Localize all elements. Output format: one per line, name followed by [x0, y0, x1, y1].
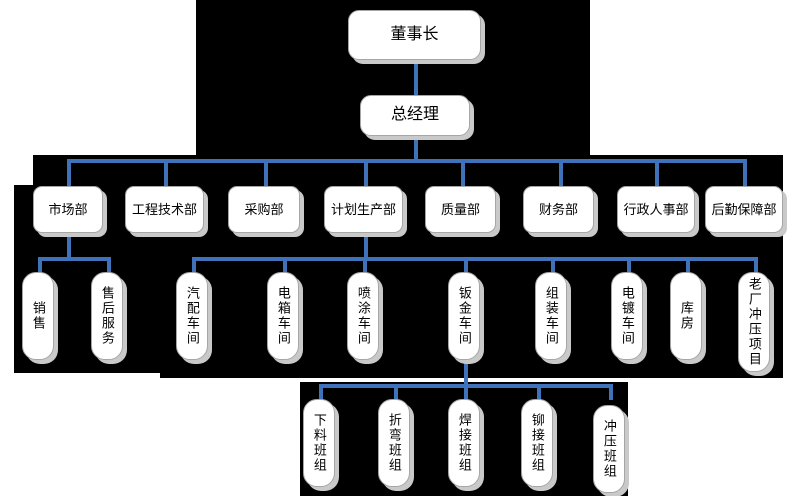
node-department-planning-production[interactable]: 计划生产部 — [324, 186, 403, 233]
node-unit-sheet-metal-workshop-label: 钣金车间 — [456, 286, 472, 346]
connector-drop-team-0 — [319, 384, 323, 400]
node-unit-warehouse-label: 库房 — [678, 301, 694, 331]
connector-drop-unit-8 — [686, 257, 690, 273]
node-department-admin-hr-label: 行政人事部 — [623, 201, 689, 217]
node-unit-electroplating-workshop-label: 电镀车间 — [619, 286, 635, 346]
node-unit-sales[interactable]: 销售 — [22, 272, 54, 360]
connector-drop-dept-4 — [461, 159, 465, 187]
node-unit-assembly-workshop[interactable]: 组装车间 — [535, 272, 567, 360]
node-department-logistics[interactable]: 后勤保障部 — [705, 186, 783, 233]
connector-drop-dept-0 — [67, 159, 71, 187]
node-unit-painting-workshop[interactable]: 喷涂车间 — [347, 272, 379, 360]
connector-drop-unit-2 — [192, 257, 196, 273]
node-team-riveting[interactable]: 铆接班组 — [521, 399, 553, 487]
connector-dept0-bus — [38, 257, 111, 261]
node-chairman[interactable]: 董事长 — [348, 10, 481, 60]
connector-gm-drop — [414, 136, 418, 163]
connector-chairman-to-gm — [414, 60, 418, 98]
connector-department-bus — [67, 159, 745, 163]
node-unit-after-sales-service[interactable]: 售后服务 — [91, 272, 123, 360]
node-unit-electrical-box-workshop-label: 电箱车间 — [275, 286, 291, 346]
node-department-purchasing[interactable]: 采购部 — [228, 186, 300, 233]
connector-dept3-stem — [364, 233, 368, 259]
connector-drop-unit-5 — [464, 257, 468, 273]
connector-drop-team-1 — [394, 384, 398, 400]
connector-drop-dept-6 — [655, 159, 659, 187]
node-department-market[interactable]: 市场部 — [33, 186, 103, 233]
connector-drop-unit-1 — [107, 257, 111, 273]
node-department-market-label: 市场部 — [48, 201, 88, 217]
node-unit-warehouse[interactable]: 库房 — [670, 272, 702, 360]
node-unit-auto-parts-workshop-label: 汽配车间 — [184, 286, 200, 346]
node-department-finance-label: 财务部 — [538, 201, 578, 217]
connector-drop-team-3 — [537, 384, 541, 400]
connector-drop-dept-7 — [743, 159, 747, 187]
node-team-riveting-label: 铆接班组 — [529, 413, 545, 473]
node-team-bending-label: 折弯班组 — [386, 413, 402, 473]
node-general-manager-label: 总经理 — [390, 106, 439, 124]
node-department-planning-production-label: 计划生产部 — [330, 201, 396, 217]
node-unit-assembly-workshop-label: 组装车间 — [543, 286, 559, 346]
node-unit-auto-parts-workshop[interactable]: 汽配车间 — [176, 272, 208, 360]
connector-unit-bus — [192, 257, 758, 261]
node-unit-after-sales-service-label: 售后服务 — [99, 286, 115, 346]
node-team-cutting[interactable]: 下料班组 — [303, 399, 335, 487]
node-team-welding-label: 焊接班组 — [456, 413, 472, 473]
connector-unit5-stem — [464, 362, 468, 386]
connector-drop-unit-9 — [754, 257, 758, 273]
node-chairman-label: 董事长 — [390, 25, 439, 43]
connector-drop-unit-3 — [283, 257, 287, 273]
node-unit-electroplating-workshop[interactable]: 电镀车间 — [611, 272, 643, 360]
connector-drop-dept-3 — [364, 159, 368, 187]
node-department-quality[interactable]: 质量部 — [425, 186, 496, 233]
connector-drop-team-2 — [464, 384, 468, 400]
connector-drop-unit-4 — [363, 257, 367, 273]
node-department-quality-label: 质量部 — [440, 201, 480, 217]
node-unit-old-plant-stamping-project-label: 老厂冲压项目 — [746, 277, 762, 367]
node-department-purchasing-label: 采购部 — [244, 201, 284, 217]
connector-drop-unit-0 — [38, 257, 42, 273]
node-unit-old-plant-stamping-project[interactable]: 老厂冲压项目 — [738, 272, 770, 372]
node-team-cutting-label: 下料班组 — [311, 413, 327, 473]
node-team-bending[interactable]: 折弯班组 — [378, 399, 410, 487]
node-team-stamping-label: 冲压班组 — [601, 419, 617, 479]
node-department-engineering[interactable]: 工程技术部 — [125, 186, 204, 233]
node-department-engineering-label: 工程技术部 — [131, 201, 197, 217]
connector-drop-unit-6 — [551, 257, 555, 273]
connector-drop-dept-1 — [164, 159, 168, 187]
node-unit-sheet-metal-workshop[interactable]: 钣金车间 — [448, 272, 480, 360]
node-team-welding[interactable]: 焊接班组 — [448, 399, 480, 487]
connector-drop-dept-2 — [264, 159, 268, 187]
node-general-manager[interactable]: 总经理 — [360, 95, 470, 136]
connector-dept0-stem — [67, 233, 71, 259]
node-unit-electrical-box-workshop[interactable]: 电箱车间 — [267, 272, 299, 360]
node-team-stamping[interactable]: 冲压班组 — [593, 405, 625, 493]
node-unit-sales-label: 销售 — [30, 301, 46, 331]
connector-drop-unit-7 — [627, 257, 631, 273]
node-department-logistics-label: 后勤保障部 — [711, 201, 777, 217]
node-department-admin-hr[interactable]: 行政人事部 — [617, 186, 695, 233]
node-unit-painting-workshop-label: 喷涂车间 — [355, 286, 371, 346]
connector-drop-team-4 — [609, 384, 613, 400]
node-department-finance[interactable]: 财务部 — [523, 186, 594, 233]
connector-drop-dept-5 — [559, 159, 563, 187]
